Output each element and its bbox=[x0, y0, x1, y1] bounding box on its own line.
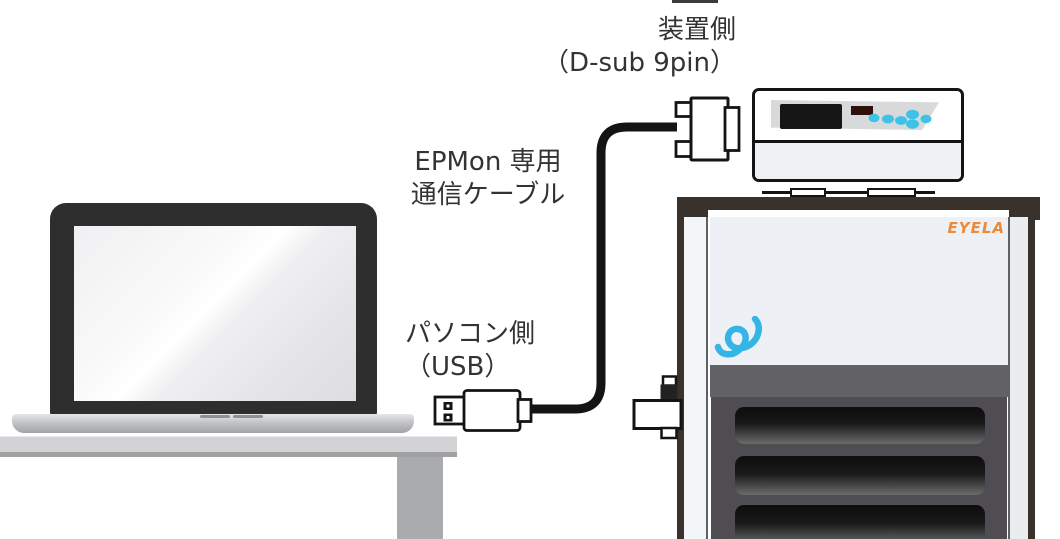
laptop-base bbox=[12, 414, 414, 433]
vent-slat bbox=[735, 407, 985, 444]
label-pc-side-line1: パソコン側 bbox=[405, 319, 536, 349]
unit-middle-band bbox=[710, 365, 1008, 397]
vent-slat bbox=[735, 505, 985, 539]
communication-cable bbox=[528, 122, 677, 414]
label-cable-line2: 通信ケーブル bbox=[410, 180, 566, 210]
unit-corner-block bbox=[677, 197, 708, 220]
label-device-side-line1: 装置側 bbox=[657, 15, 736, 45]
unit-top-frame bbox=[677, 197, 1040, 210]
unit-left-edge bbox=[677, 210, 684, 539]
controller-button-up bbox=[906, 109, 919, 120]
controller-foot bbox=[867, 187, 916, 197]
controller-lower-face bbox=[755, 143, 961, 179]
controller-foot-rail bbox=[762, 191, 935, 194]
eyela-e-swirl-icon bbox=[714, 316, 762, 358]
controller-sub-display bbox=[851, 106, 873, 115]
unit-side-fitting bbox=[632, 375, 683, 440]
label-pc-side-line2: （USB） bbox=[405, 352, 511, 382]
dsub-connector bbox=[674, 96, 741, 162]
label-device-side: 装置側 （D-sub 9pin） bbox=[500, 14, 736, 80]
unit-right-edge bbox=[1028, 210, 1035, 539]
controller-button-down bbox=[906, 119, 919, 129]
label-cable-line1: EPMon 専用 bbox=[414, 147, 562, 177]
page-edge-fragment bbox=[672, 0, 718, 3]
controller-buttons bbox=[868, 109, 932, 129]
controller-foot bbox=[790, 187, 826, 197]
desk-leg bbox=[397, 457, 443, 539]
desk-top bbox=[0, 436, 457, 457]
laptop-base-notch bbox=[233, 415, 263, 418]
laptop-screen bbox=[74, 226, 356, 401]
label-device-side-line2: （D-sub 9pin） bbox=[543, 48, 736, 78]
controller-display bbox=[780, 104, 842, 129]
unit-front-panel bbox=[710, 217, 1008, 365]
unit-side-panel-right bbox=[1008, 217, 1028, 539]
controller-divider bbox=[755, 140, 961, 143]
controller-button bbox=[920, 114, 932, 124]
unit-side-panel-left bbox=[684, 217, 708, 539]
usb-connector bbox=[433, 389, 533, 432]
laptop-base-notch bbox=[200, 415, 230, 418]
label-communication-cable: EPMon 専用 通信ケーブル bbox=[378, 146, 598, 212]
controller-button bbox=[895, 116, 907, 125]
controller-button bbox=[868, 113, 880, 123]
label-pc-side: パソコン側 （USB） bbox=[405, 318, 625, 384]
eyela-brand-logo: EYELA bbox=[947, 219, 1005, 237]
controller-button bbox=[882, 114, 894, 124]
vent-slat bbox=[735, 456, 985, 495]
